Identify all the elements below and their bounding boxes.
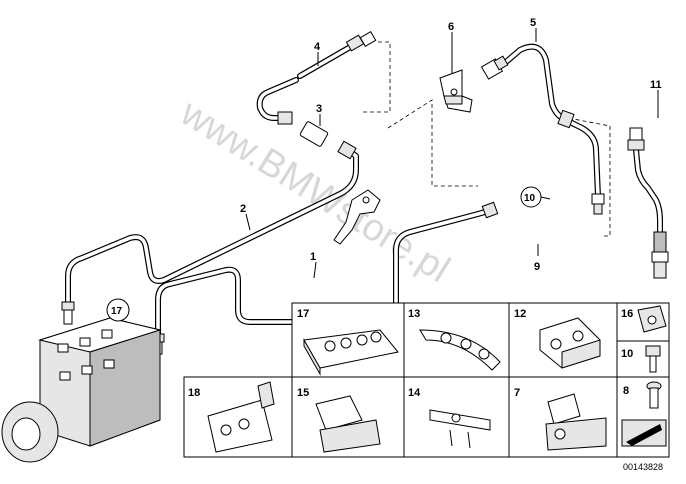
part-label-13: 13 [408,308,420,320]
fittings [61,30,669,355]
brake-pipe-2 [65,147,359,309]
part-label-14: 14 [408,387,421,399]
part-label-17: 17 [297,308,309,320]
clip-13-drawing [419,329,501,371]
part-label-15: 15 [297,387,309,399]
callout-1: 1 [310,251,316,263]
dashed-reference-lines [362,41,611,237]
reference-number: 00143828 [623,462,663,472]
clip-17-drawing [303,329,399,376]
part-label-7: 7 [514,387,520,399]
brake-pipe-11 [633,147,663,273]
callout-11: 11 [650,79,662,91]
clip-16-drawing [637,305,667,333]
part-label-18: 18 [188,387,200,399]
callout-10-circled: 10 [524,193,536,204]
arrow-icon [621,419,667,447]
callouts: 1 2 3 4 5 6 9 10 11 17 [106,17,662,322]
callout-5: 5 [530,17,536,29]
clip-15-drawing [315,395,381,453]
callout-6: 6 [448,21,454,33]
part-label-8: 8 [623,385,629,397]
part-label-16: 16 [621,308,633,320]
part-label-10: 10 [621,348,633,360]
callout-17-circled: 17 [111,306,123,317]
bracket-9 [333,189,381,245]
parts-grid: 17 13 12 16 10 8 18 15 14 7 [183,302,670,472]
screw-8-drawing [646,381,662,409]
clip-18-drawing [207,381,275,453]
brake-hose-5 [503,43,601,199]
callout-3: 3 [316,103,322,115]
callout-4: 4 [314,41,321,53]
clip-12-drawing [539,317,601,369]
clip-7-drawing [545,393,607,451]
brake-pipe-4 [256,43,355,121]
bolt-10-drawing [645,345,661,373]
callout-9: 9 [534,261,540,273]
brake-pipe-1 [155,207,495,341]
bracket-6 [439,69,473,113]
abs-hydraulic-unit [1,317,162,463]
bracket-14-drawing [429,409,491,449]
callout-2: 2 [240,203,246,215]
part-label-12: 12 [514,308,526,320]
